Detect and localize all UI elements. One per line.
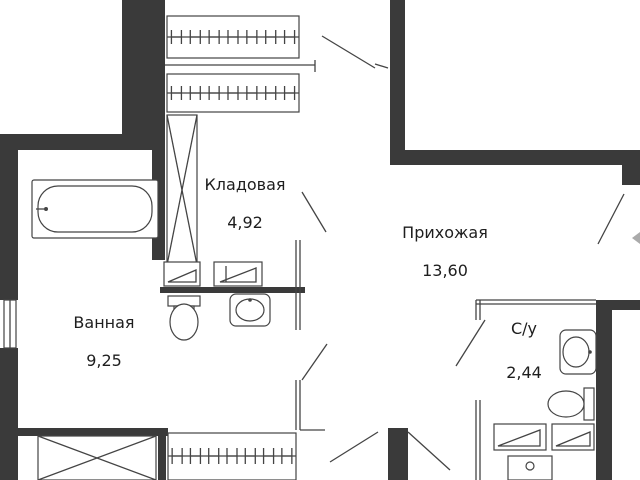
room-wc-name: С/у	[511, 319, 537, 338]
wall-upper-left	[0, 0, 165, 260]
wall-right-stub	[622, 165, 640, 185]
sink-bathroom	[229, 293, 271, 327]
hanger	[226, 448, 238, 464]
hanger	[283, 30, 296, 44]
wardrobe-middle	[166, 73, 300, 113]
hanger	[171, 448, 183, 464]
door-right	[597, 193, 625, 245]
hanger	[189, 86, 201, 100]
room-storage-area: 4,92	[227, 213, 263, 232]
room-storage: Кладовая 4,92	[204, 175, 285, 232]
wall-storage-bottom	[160, 287, 305, 293]
hanger	[208, 448, 220, 464]
door-bottom	[407, 431, 451, 471]
room-bathroom-area: 9,25	[86, 351, 122, 370]
hanger	[246, 30, 258, 44]
room-hallway: Прихожая 13,60	[402, 223, 488, 280]
wall-bath-bottom-right	[158, 428, 166, 480]
room-wc: С/у 2,44	[506, 319, 542, 382]
wall-left-top	[0, 150, 18, 300]
hanger	[170, 86, 183, 100]
wardrobe-top	[166, 15, 300, 59]
room-wc-area: 2,44	[506, 363, 542, 382]
wall-lower-middle	[388, 428, 408, 480]
room-bathroom-name: Ванная	[73, 313, 134, 332]
door-wc	[455, 319, 486, 367]
storage-shelf	[166, 114, 198, 266]
door-bathroom	[301, 343, 328, 381]
toilet-bathroom	[167, 295, 201, 341]
room-bathroom: Ванная 9,25	[73, 313, 134, 370]
room-storage-name: Кладовая	[204, 175, 285, 194]
hanger	[189, 30, 201, 44]
wardrobe-bottom	[167, 432, 297, 480]
hanger	[208, 86, 220, 100]
hanger	[189, 448, 202, 464]
sink-wc	[559, 329, 597, 375]
wall-left-bottom	[0, 348, 18, 480]
wall-upper-right	[390, 0, 640, 175]
hanger	[170, 30, 183, 44]
toilet-wc	[547, 387, 595, 421]
hanger	[265, 86, 277, 100]
doors	[301, 35, 625, 471]
hanger	[227, 86, 239, 100]
bathtub	[31, 179, 159, 239]
hanger	[227, 30, 239, 44]
hanger	[281, 448, 293, 464]
wall-wc-right-top	[596, 300, 640, 310]
entrance-marker	[632, 232, 640, 244]
room-hallway-area: 13,60	[422, 261, 468, 280]
hanger	[208, 30, 220, 44]
hanger	[283, 86, 296, 100]
shower-tray	[37, 435, 157, 480]
hanger	[265, 30, 277, 44]
door-storage	[301, 191, 327, 233]
hanger	[262, 448, 275, 464]
room-hallway-name: Прихожая	[402, 223, 488, 242]
wall-bath-bottom	[18, 428, 168, 436]
hanger	[244, 448, 256, 464]
hanger	[246, 86, 258, 100]
washing-units	[163, 261, 263, 287]
door-top	[321, 35, 376, 69]
wc-appliances	[493, 423, 595, 480]
wall-wc-right	[596, 305, 612, 480]
